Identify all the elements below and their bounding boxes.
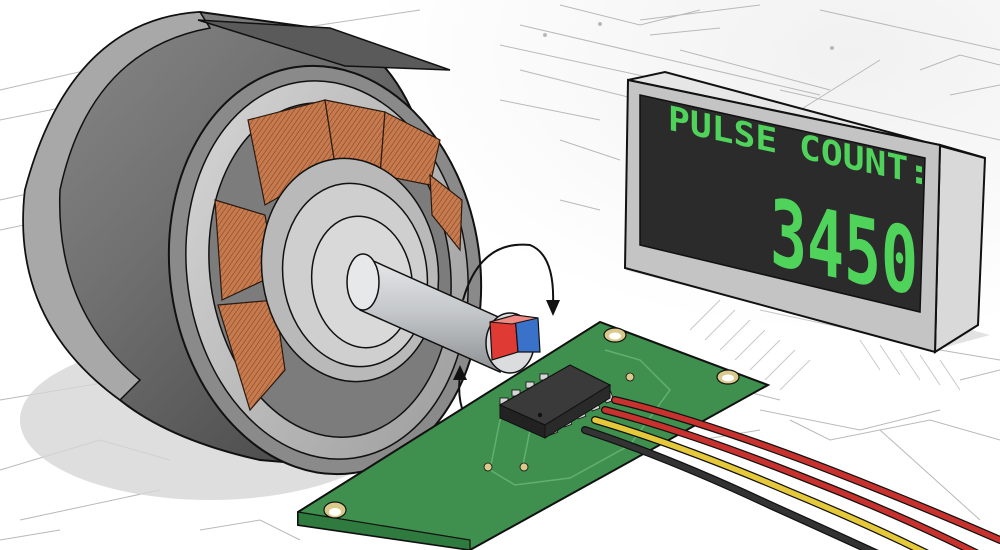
display-screen [639, 94, 926, 313]
mounting-holes [323, 327, 740, 519]
wires [581, 396, 1000, 550]
diametric-magnet [489, 314, 541, 361]
copper-coils [214, 99, 463, 412]
